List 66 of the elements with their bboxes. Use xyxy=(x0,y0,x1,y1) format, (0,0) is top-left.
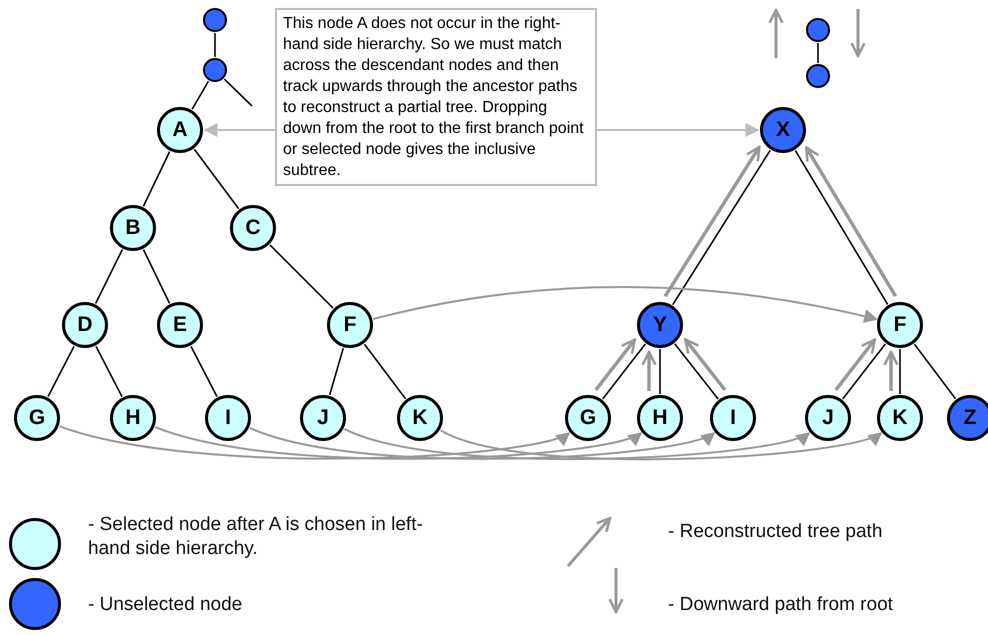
node-circle xyxy=(203,8,227,32)
node-circle xyxy=(806,18,830,42)
tree-node: J xyxy=(805,395,851,441)
tree-node: K xyxy=(877,395,923,441)
legend-text: - Reconstructed tree path xyxy=(668,520,884,544)
tree-node: C xyxy=(230,205,276,251)
tree-node: F xyxy=(877,302,923,348)
tree-line xyxy=(659,349,661,394)
tree-line xyxy=(674,343,719,400)
arrow xyxy=(804,146,898,298)
tree-line xyxy=(328,348,344,396)
arrow xyxy=(344,428,811,460)
tree-line xyxy=(142,249,170,304)
tree-node: B xyxy=(110,205,156,251)
tree-node: G xyxy=(565,395,611,441)
tree-line xyxy=(191,80,210,110)
tree-line xyxy=(899,349,901,394)
tree-node: F xyxy=(327,302,373,348)
tree-line xyxy=(672,150,771,306)
arrow xyxy=(597,123,760,137)
arrow xyxy=(250,426,716,460)
arrow xyxy=(204,123,275,137)
legend-text: - Downward path from root xyxy=(668,593,894,617)
tree-node: H xyxy=(110,395,156,441)
arrow xyxy=(154,426,643,460)
tree-line xyxy=(95,346,123,398)
arrow xyxy=(594,338,636,391)
tree-node: I xyxy=(205,395,251,441)
tree-node: E xyxy=(157,302,203,348)
tree-node: Z xyxy=(947,395,988,441)
tree-line xyxy=(914,344,956,400)
tree-line xyxy=(142,151,170,207)
tree-node: G xyxy=(14,395,60,441)
arrow xyxy=(883,350,899,391)
tree-node: D xyxy=(62,302,108,348)
node-circle xyxy=(806,64,830,88)
tree-line xyxy=(794,150,888,305)
tree-node: I xyxy=(710,395,756,441)
tree-line xyxy=(94,249,124,304)
tree-line xyxy=(602,343,646,400)
tree-node: X xyxy=(760,107,806,153)
tree-line xyxy=(194,148,240,210)
tree-line xyxy=(47,346,75,398)
tree-line xyxy=(269,244,334,309)
arrow xyxy=(684,338,726,392)
tree-node: A xyxy=(157,107,203,153)
tree-node: Y xyxy=(637,302,683,348)
arrow xyxy=(664,146,761,298)
tree-line xyxy=(817,43,819,63)
tree-node: K xyxy=(397,395,443,441)
tree-line xyxy=(842,343,886,400)
arrow xyxy=(440,429,883,460)
tree-node: H xyxy=(637,395,683,441)
tree-line xyxy=(190,346,218,398)
legend-text: - Selected node after A is chosen in left-hand side hierarchy. xyxy=(88,513,424,561)
legend-text: - Unselected node xyxy=(88,593,244,617)
tree-node: J xyxy=(300,395,346,441)
arrow xyxy=(59,425,571,460)
note-box: This node A does not occur in the right-hand side hierarchy. So we must match across the descendant nodes and then track upwards through the ancestor paths to reconstruct a partial tree. Dropping down from the root to the first branch point or selected node gives the inclusive subtree. xyxy=(275,8,597,186)
tree-line xyxy=(214,33,216,57)
tree-line xyxy=(224,78,253,107)
tree-line xyxy=(364,344,406,400)
arrow xyxy=(373,286,878,324)
arrow xyxy=(834,338,876,391)
arrow xyxy=(641,350,657,391)
node-circle xyxy=(203,58,227,82)
